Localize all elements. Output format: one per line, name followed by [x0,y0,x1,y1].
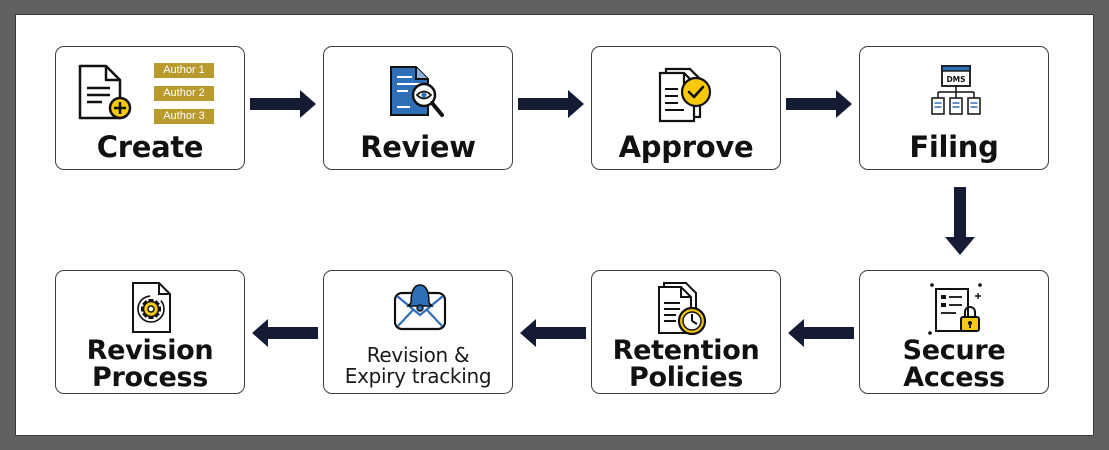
step-label: Review [360,130,476,164]
step-label: Approve [618,130,754,164]
arrow-right-icon [786,90,852,118]
step-label: Retention Policies [592,337,780,391]
step-label: Revision Process [56,337,244,391]
step-retention-policies: Retention Policies [591,270,781,394]
author-list: Author 1 Author 2 Author 3 [154,63,214,132]
document-check-icon [658,67,712,123]
step-label-line: Policies [628,362,744,393]
author-badge: Author 3 [154,109,214,124]
step-create: Author 1 Author 2 Author 3 Create [55,46,245,170]
arrow-right-icon [518,90,584,118]
author-badge: Author 2 [154,86,214,101]
step-filing: DMS Filing [859,46,1049,170]
step-review: Review [323,46,513,170]
step-label-line: Revision & [366,343,470,367]
diagram-canvas: Author 1 Author 2 Author 3 Create Review [15,14,1094,436]
step-label-line: Retention [612,335,760,366]
arrow-down-icon [945,187,975,255]
step-label-line: Access [903,362,1005,393]
document-add-icon [78,64,132,120]
dms-text: DMS [946,75,965,84]
step-label: Secure Access [860,337,1048,391]
author-badge: Author 1 [154,63,214,78]
step-revision-process: Revision Process [55,270,245,394]
step-approve: Approve [591,46,781,170]
dms-hierarchy-icon: DMS [931,65,981,115]
step-expiry-tracking: Revision & Expiry tracking [323,270,513,394]
step-label: Filing [909,130,999,164]
step-label-line: Process [91,362,208,393]
step-label-line: Revision [86,335,214,366]
document-search-icon [390,66,444,117]
step-label-line: Expiry tracking [344,364,492,388]
document-clock-icon [658,282,707,336]
step-label: Create [96,130,204,164]
document-lock-icon [928,283,982,335]
arrow-left-icon [788,319,854,347]
arrow-left-icon [252,319,318,347]
arrow-right-icon [250,90,316,118]
step-label: Revision & Expiry tracking [324,345,512,387]
arrow-left-icon [520,319,586,347]
document-gear-icon [132,282,171,333]
step-label-line: Secure [902,335,1006,366]
mail-bell-icon [393,284,447,331]
step-secure-access: Secure Access [859,270,1049,394]
